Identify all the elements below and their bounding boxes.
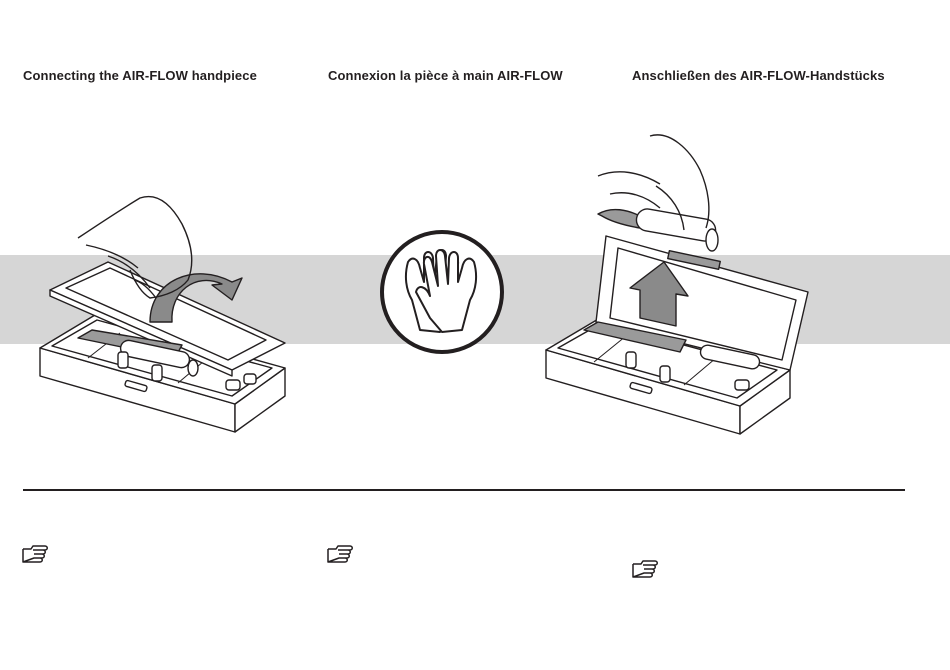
remove-handpiece-illustration (546, 135, 808, 434)
pointing-hand-icon (631, 558, 661, 580)
case-opening-lid-illustration (40, 197, 285, 432)
pointing-hand-icon (326, 543, 356, 565)
pointing-hand-icon (21, 543, 51, 565)
gloves-icon (382, 232, 502, 352)
illustrations (0, 0, 950, 490)
divider-rule (23, 489, 905, 491)
